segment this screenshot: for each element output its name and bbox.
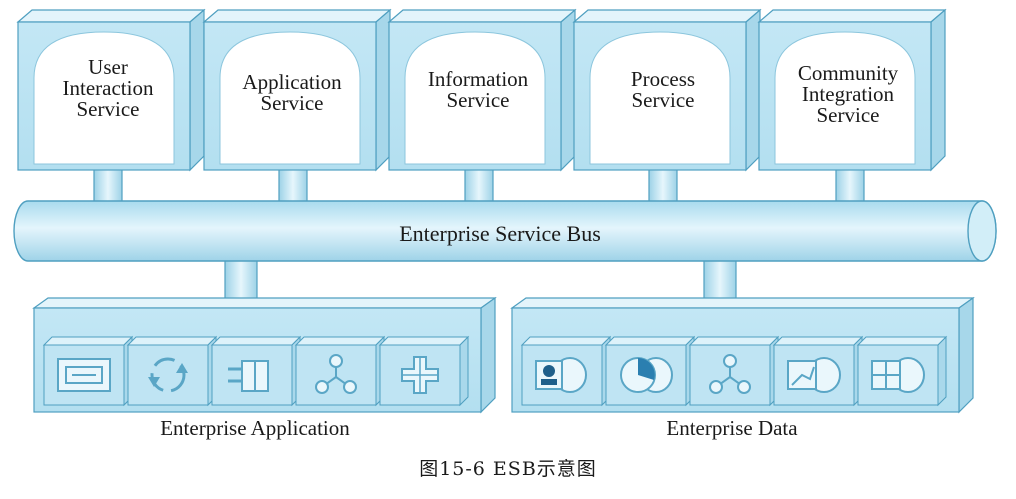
enterprise-data-tray: [510, 296, 975, 414]
box-side-face: [189, 8, 205, 172]
resource-tile: [378, 335, 470, 407]
service-label-community-integration: Community Integration Service: [778, 63, 918, 126]
resource-tile: [294, 335, 386, 407]
enterprise-resources: [32, 296, 975, 414]
service-label-line: User: [88, 55, 128, 79]
resource-tile: [42, 335, 134, 407]
service-label-line: Service: [446, 88, 510, 112]
resource-tile: [688, 335, 780, 407]
box-top-face: [572, 9, 762, 23]
box-side-face: [560, 8, 576, 172]
service-box-information-service: [387, 8, 577, 172]
service-label-line: Process: [630, 67, 696, 91]
resource-tile: [772, 335, 864, 407]
table-icon: [871, 357, 925, 393]
tray-side-face: [958, 296, 974, 414]
bus-end-cap: [967, 200, 997, 262]
box-top-face: [202, 9, 392, 23]
bus-label: Enterprise Service Bus: [399, 221, 601, 246]
service-box-process-service: [572, 8, 762, 172]
resource-tile: [520, 335, 612, 407]
tray-side-face: [480, 296, 496, 414]
service-label-line: Service: [816, 103, 880, 127]
tile-top: [688, 336, 780, 346]
service-label-line: Integration: [801, 82, 895, 106]
service-label-line: Community: [797, 61, 899, 85]
tile-top: [42, 336, 134, 346]
service-label-line: Service: [631, 88, 695, 112]
service-label-application: Application Service: [228, 72, 356, 114]
tray-top-face: [32, 297, 497, 309]
tile-top: [856, 336, 948, 346]
service-label-process: Process Service: [598, 69, 728, 111]
resource-tile: [856, 335, 948, 407]
recycle-icon: [148, 357, 188, 393]
box-side-face: [930, 8, 946, 172]
box-top-face: [757, 9, 947, 23]
box-window: [33, 31, 175, 165]
service-label-user-interaction: User Interaction Service: [48, 57, 168, 120]
network-nodes-icon: [709, 354, 751, 394]
tile-top: [520, 336, 612, 346]
tile-top: [378, 336, 470, 346]
resource-tile: [126, 335, 218, 407]
plug-icon: [228, 360, 269, 392]
tray-top-face: [510, 297, 975, 309]
box-window: [589, 31, 731, 165]
box-side-face: [745, 8, 761, 172]
cross-icon: [401, 356, 439, 394]
service-label-line: Service: [260, 91, 324, 115]
enterprise-application-label: Enterprise Application: [160, 416, 350, 440]
line-chart-icon: [787, 357, 841, 393]
network-nodes-icon: [315, 354, 357, 394]
pie-chart-icon: [620, 357, 673, 393]
tile-top: [126, 336, 218, 346]
server-icon: [57, 358, 111, 392]
services-layer: [16, 8, 947, 172]
enterprise-data-label: Enterprise Data: [666, 416, 798, 440]
box-side-face: [375, 8, 391, 172]
tile-side: [937, 335, 947, 407]
service-box-community-integration-service: [757, 8, 947, 172]
resource-tile: [210, 335, 302, 407]
box-window: [219, 31, 361, 165]
resource-tile: [604, 335, 696, 407]
service-box-application-service: [202, 8, 392, 172]
service-label-line: Service: [76, 97, 140, 121]
tile-top: [210, 336, 302, 346]
enterprise-service-bus: [13, 200, 997, 262]
enterprise-application-tray: [32, 296, 497, 414]
tile-top: [772, 336, 864, 346]
box-top-face: [387, 9, 577, 23]
service-label-line: Application: [242, 70, 342, 94]
user-record-icon: [535, 357, 587, 393]
tile-side: [459, 335, 469, 407]
service-label-line: Interaction: [62, 76, 154, 100]
tile-front: [127, 344, 209, 406]
service-label-line: Information: [427, 67, 529, 91]
tile-top: [294, 336, 386, 346]
figure-caption: 图15-6 ESB示意图: [419, 458, 597, 480]
service-label-information: Information Service: [412, 69, 544, 111]
box-top-face: [16, 9, 206, 23]
box-window: [774, 31, 916, 165]
box-window: [404, 31, 546, 165]
tile-top: [604, 336, 696, 346]
service-box-user-interaction-service: [16, 8, 206, 172]
